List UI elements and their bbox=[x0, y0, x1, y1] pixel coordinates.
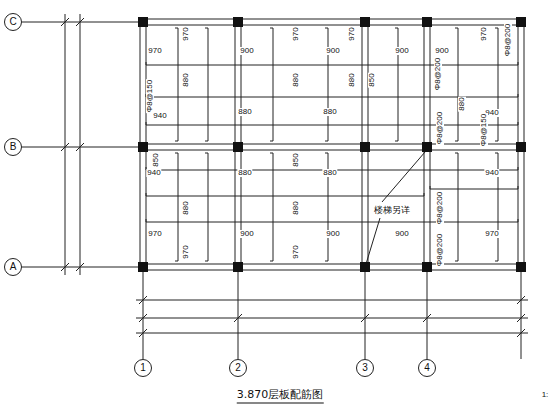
dimension: 880 bbox=[237, 108, 252, 116]
rebar-spec: Φ8@200 bbox=[436, 111, 444, 145]
dimension: 880 bbox=[292, 72, 300, 87]
axis-bubble: 2 bbox=[229, 359, 247, 377]
rebar-spec: Φ8@200 bbox=[436, 191, 444, 225]
dimension: 970 bbox=[182, 26, 190, 41]
dimension: 900 bbox=[394, 230, 409, 238]
dimension: 900 bbox=[434, 47, 449, 55]
axis-bubble: B bbox=[4, 138, 22, 156]
dimension: 880 bbox=[322, 169, 337, 177]
dimension: 970 bbox=[484, 230, 499, 238]
dimension: 970 bbox=[292, 244, 300, 259]
dimension: 940 bbox=[146, 169, 161, 177]
axis-label: 4 bbox=[424, 363, 430, 373]
dimension: 900 bbox=[239, 230, 254, 238]
axis-label: 3 bbox=[362, 363, 368, 373]
dimension: 880 bbox=[237, 169, 252, 177]
dimension: 900 bbox=[325, 47, 340, 55]
dimension: 940 bbox=[152, 112, 167, 120]
dimension: 880 bbox=[292, 200, 300, 215]
note: 楼梯另详 bbox=[373, 206, 411, 215]
dimension: 970 bbox=[182, 244, 190, 259]
dimension: 970 bbox=[147, 47, 162, 55]
axis-bubble: 4 bbox=[418, 359, 436, 377]
dimension: 1: bbox=[541, 391, 550, 399]
drawing-title: 3.870层板配筋图 bbox=[237, 387, 324, 404]
rebar-spec: Φ8@150 bbox=[146, 79, 154, 113]
dimension: 900 bbox=[239, 47, 254, 55]
dimension: 900 bbox=[394, 47, 409, 55]
dimension: 850 bbox=[292, 152, 300, 167]
axis-label: C bbox=[9, 17, 16, 27]
axis-label: 2 bbox=[235, 363, 241, 373]
dimension: 970 bbox=[147, 230, 162, 238]
dimension: 880 bbox=[182, 72, 190, 87]
axis-label: A bbox=[10, 262, 17, 272]
dimension: 900 bbox=[325, 230, 340, 238]
axis-bubble: 1 bbox=[134, 359, 152, 377]
dimension: 940 bbox=[484, 169, 499, 177]
dimension: 880 bbox=[182, 200, 190, 215]
rebar-spec: Φ8@200 bbox=[504, 23, 512, 57]
axis-label: 1 bbox=[140, 363, 146, 373]
rebar-spec: Φ8@200 bbox=[436, 233, 444, 267]
axis-bubble: 3 bbox=[356, 359, 374, 377]
axis-bubble: A bbox=[4, 258, 22, 276]
rebar-spec: Φ8@200 bbox=[434, 57, 442, 91]
dimension: 880 bbox=[348, 72, 356, 87]
dimension: 880 bbox=[322, 108, 337, 116]
dimension: 970 bbox=[292, 26, 300, 41]
dimension: 880 bbox=[458, 96, 466, 111]
dimension: 850 bbox=[152, 152, 160, 167]
dimension: 850 bbox=[368, 72, 376, 87]
dimension: 970 bbox=[348, 26, 356, 41]
axis-label: B bbox=[10, 142, 17, 152]
dimension: 970 bbox=[480, 26, 488, 41]
axis-bubble: C bbox=[4, 13, 22, 31]
rebar-spec: Φ8@150 bbox=[480, 113, 488, 147]
